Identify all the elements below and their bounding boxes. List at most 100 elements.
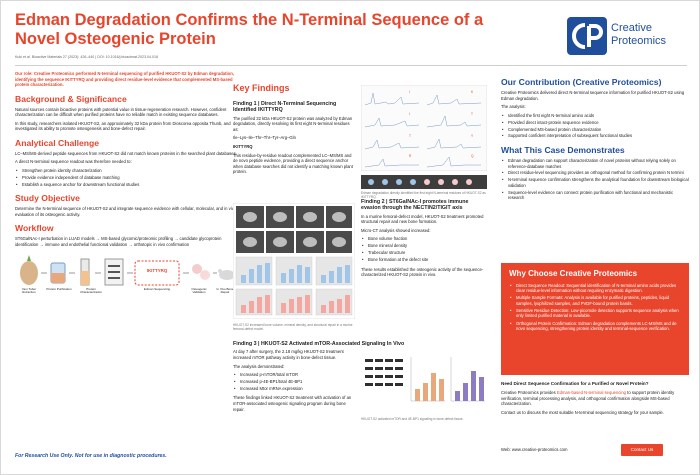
svg-text:T: T: [409, 134, 411, 138]
cta-body: Creative Proteomics provides Edman-based…: [501, 390, 675, 407]
list-item: Provided direct intact-protein sequence …: [501, 120, 689, 126]
contact-us-button[interactable]: Contact Us: [621, 444, 663, 456]
edman-chromatogram-grid: I K I T T Y R Q: [360, 84, 488, 172]
step-label: Yam Tuber Extraction: [21, 286, 37, 295]
list-item: Bone volume fraction: [361, 236, 487, 242]
challenge-heading: Analytical Challenge: [15, 137, 100, 148]
cta-section: Need Direct Sequence Confirmation for a …: [501, 381, 689, 418]
left-column: Our role: Creative Proteomics performed …: [15, 71, 237, 307]
citation: Kuki et al. Bioactive Materials 27 (2023…: [15, 55, 158, 59]
finding-2-caption: HKUOT-S2 increased bone volume, mineral …: [233, 322, 353, 331]
logo-text: Creative Proteomics: [611, 22, 667, 47]
sequence-strip: [361, 174, 487, 189]
list-item: Increased p-4E-BP1/total 4E-BP1: [233, 379, 355, 385]
contribution-list: Identified the first eight N-terminal am…: [501, 113, 689, 139]
sequence-badge: IKITTYRQ: [146, 267, 168, 273]
edman-service-link[interactable]: Edman-based N-terminal sequencing: [556, 390, 626, 396]
gel-icon: [104, 258, 124, 286]
step-label: Protein Characterization: [80, 286, 102, 295]
list-item: Trabecular structure: [361, 250, 487, 256]
ruo-footnote: For Research Use Only. Not for use in di…: [15, 453, 167, 459]
finding-3-title: Finding 3 | HKUOT-S2 Activated mTOR-Asso…: [233, 341, 405, 347]
workflow-heading: Workflow: [15, 223, 54, 234]
list-item: N-terminal sequence confirmation strengt…: [501, 177, 689, 188]
background-section: Background & Significance Natural source…: [15, 94, 237, 132]
svg-text:I: I: [409, 112, 410, 116]
svg-text:I: I: [409, 90, 410, 94]
objective-heading: Study Objective: [15, 193, 80, 204]
logo-mark-icon: [567, 17, 607, 55]
finding-3-figure: HKUOT-S2 activated mTOR and 4E-BP1 signa…: [361, 353, 487, 421]
poster-title: Edman Degradation Confirms the N-Termina…: [15, 11, 484, 48]
workflow-section: Workflow ST6GalNAc-I perturbation in LUA…: [15, 223, 237, 300]
workflow-graphic: [20, 254, 235, 286]
list-item: Direct Sequence Readout: Sequential iden…: [509, 283, 681, 294]
header-divider: [15, 65, 687, 66]
svg-text:Q: Q: [471, 154, 474, 158]
finding-2-list: Bone volume fraction Bone mineral densit…: [361, 236, 487, 262]
demonstrates-heading: What This Case Demonstrates: [501, 145, 625, 155]
sequence-label: IKITTYRQ: [233, 144, 253, 149]
why-choose-box: Why Choose Creative Proteomics Direct Se…: [501, 263, 689, 375]
list-item: Supported confident interpretation of su…: [501, 133, 689, 139]
finding-1-caption: Edman degradation directly identified th…: [361, 190, 486, 199]
svg-text:T: T: [471, 112, 473, 116]
western-blot-and-bars: [361, 353, 487, 414]
list-item: Identified the first eight N-terminal am…: [501, 113, 689, 119]
svg-text:K: K: [471, 90, 474, 94]
finding-3-list: Increased p-mTOR/total mTOR Increased p-…: [233, 372, 355, 391]
list-item: Sequence-level evidence can connect prot…: [501, 190, 689, 201]
micro-ct-panels: [232, 202, 356, 320]
list-item: Bone formation at the defect site: [361, 257, 487, 263]
finding-1: Finding 1 | Direct N-Terminal Sequencing…: [233, 101, 355, 178]
finding-2-title: Finding 2 | ST6GalNAc-I promotes immune …: [361, 199, 469, 212]
step-label: Protein Purification: [46, 286, 72, 291]
column-icon: [80, 258, 90, 286]
finding-1-title: Finding 1 | Direct N-Terminal Sequencing…: [233, 101, 337, 114]
cells-icon: [192, 263, 210, 280]
objective-section: Study Objective Determine the N-terminal…: [15, 193, 237, 217]
workflow-step-labels: Yam Tuber Extraction Protein Purificatio…: [15, 286, 237, 300]
background-heading: Background & Significance: [15, 93, 127, 104]
step-label: Edman Sequencing: [143, 286, 171, 291]
website-text: Web: www.creative-proteomics.com: [501, 447, 568, 452]
list-item: Multiple Sample Formats: Analysis is ava…: [509, 295, 681, 306]
list-item: Orthogonal Protein Confirmation: Edman d…: [509, 321, 681, 332]
list-item: Increased Mtor mRNA expression: [233, 386, 355, 392]
poster-header: Edman Degradation Confirms the N-Termina…: [1, 1, 700, 71]
intro-statement: Our role: Creative Proteomics performed …: [15, 71, 234, 88]
list-item: Provide evidence independent of database…: [15, 175, 237, 181]
demonstrates-list: Edman degradation can support characteri…: [501, 158, 689, 201]
challenge-section: Analytical Challenge LC–MS/MS-derived pe…: [15, 138, 237, 188]
svg-text:Y: Y: [471, 134, 474, 138]
list-item: Edman degradation can support characteri…: [501, 158, 689, 169]
finding-1-figure: I K I T T Y R Q Edman degradation directly i…: [360, 84, 488, 199]
cta-heading: Need Direct Sequence Confirmation for a …: [501, 381, 649, 386]
findings-heading: Key Findings: [233, 83, 290, 93]
why-list: Direct Sequence Readout: Sequential iden…: [509, 283, 681, 332]
company-logo: Creative Proteomics: [567, 17, 693, 55]
svg-text:R: R: [409, 154, 412, 158]
finding-2-figure: HKUOT-S2 increased bone volume, mineral …: [232, 202, 356, 337]
contribution-section: Our Contribution (Creative Proteomics) C…: [501, 77, 689, 139]
why-heading: Why Choose Creative Proteomics: [509, 269, 638, 278]
list-item: Bone mineral density: [361, 243, 487, 249]
step-label: Osteogenic Validation: [191, 286, 207, 295]
workflow-diagram: IKITTYRQ Yam Tuber Extraction Protein Pu…: [15, 251, 237, 301]
list-item: Establish a sequence anchor for downstre…: [15, 182, 237, 188]
list-item: Sensitive Residue Detection: Low-picomol…: [509, 308, 681, 319]
challenge-list: Strengthen protein identity characteriza…: [15, 168, 237, 187]
mouse-icon: [218, 268, 235, 280]
tuber-icon: [20, 254, 38, 285]
residue-list: Ile–Lys–Ile–Thr–Thr–Tyr–Arg–Gln: [233, 135, 296, 141]
beaker-icon: [50, 262, 66, 284]
contribution-heading: Our Contribution (Creative Proteomics): [501, 77, 662, 87]
findings-column: Key Findings Finding 1 | Direct N-Termin…: [232, 71, 491, 461]
finding-3: Finding 3 | HKUOT-S2 Activated mTOR-Asso…: [233, 341, 487, 457]
list-item: Increased p-mTOR/total mTOR: [233, 372, 355, 378]
list-item: Complemented MS-based protein characteri…: [501, 127, 689, 133]
demonstrates-section: What This Case Demonstrates Edman degrad…: [501, 145, 689, 201]
finding-3-caption: HKUOT-S2 activated mTOR and 4E-BP1 signa…: [361, 416, 464, 421]
right-column: Our Contribution (Creative Proteomics) C…: [501, 71, 689, 207]
